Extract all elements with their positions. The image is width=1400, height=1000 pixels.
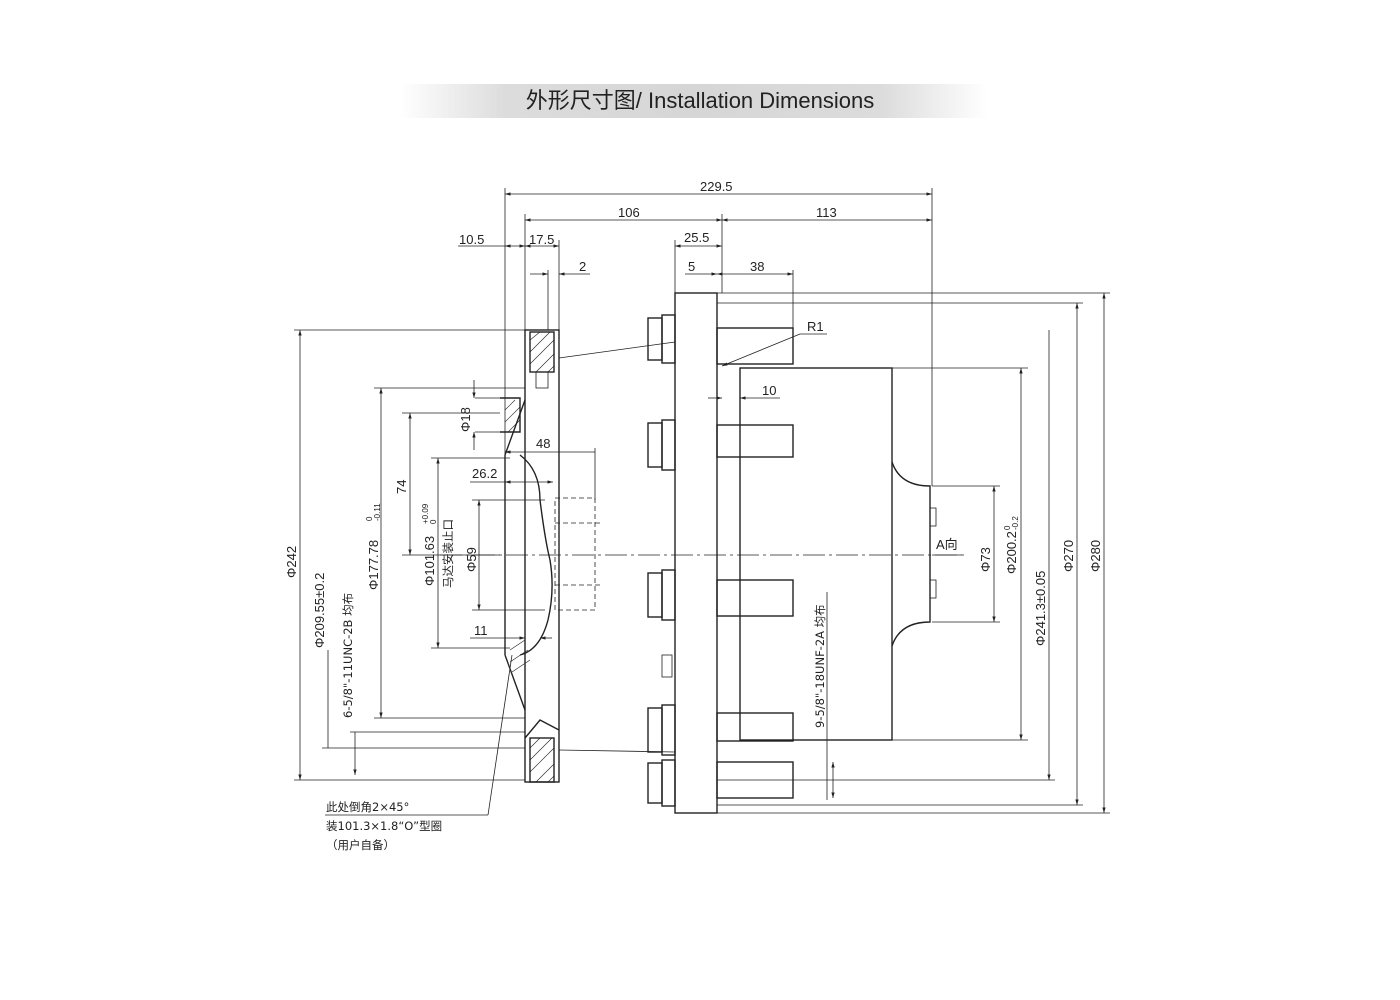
dim-r1: R1 <box>807 319 824 334</box>
svg-text:0: 0 <box>429 519 438 524</box>
dim-phi-200-2: Φ200.2 <box>1004 531 1019 574</box>
dim-10-5: 10.5 <box>459 232 484 247</box>
dim-phi-73: Φ73 <box>978 547 993 572</box>
dim-phi-242: Φ242 <box>284 546 299 578</box>
dim-phi-270: Φ270 <box>1061 540 1076 572</box>
dim-106: 106 <box>618 205 640 220</box>
thread-6-5-8: 6-5/8"-11UNC-2B 均布 <box>341 593 355 718</box>
svg-text:0: 0 <box>365 516 374 521</box>
dim-phi-209-55: Φ209.55±0.2 <box>312 573 327 648</box>
studs <box>716 327 794 799</box>
dim-5: 5 <box>688 259 695 274</box>
dim-26-2: 26.2 <box>472 466 497 481</box>
view-a-label: A向 <box>936 537 958 552</box>
page-title: 外形尺寸图/ Installation Dimensions <box>525 88 875 113</box>
dim-phi-280: Φ280 <box>1088 540 1103 572</box>
right-dimensions: 9-5/8"-18UNF-2A 均布 A向 Φ73 Φ200.2 0 -0.2 … <box>717 292 1110 814</box>
motor-body <box>739 367 937 741</box>
title-banner <box>400 84 988 118</box>
dim-113: 113 <box>816 205 837 220</box>
top-dimensions: 229.5 106 113 10.5 17.5 2 25.5 5 38 R1 1… <box>458 179 933 486</box>
dim-11: 11 <box>474 623 488 638</box>
left-dimensions: Φ242 Φ209.55±0.2 6-5/8"-11UNC-2B 均布 Φ177… <box>284 329 596 781</box>
dim-38: 38 <box>750 259 764 274</box>
note-chamfer: 此处倒角2×45° <box>326 800 409 814</box>
dim-25-5: 25.5 <box>684 230 709 245</box>
thread-9-5-8: 9-5/8"-18UNF-2A 均布 <box>813 604 827 728</box>
mounting-flange <box>500 329 560 783</box>
dim-74: 74 <box>394 480 409 494</box>
dim-phi-59: Φ59 <box>464 547 479 572</box>
dim-2: 2 <box>579 259 586 274</box>
dim-overall-length: 229.5 <box>700 179 733 194</box>
dim-phi-177-78: Φ177.78 <box>366 540 381 590</box>
notes: 此处倒角2×45° 装101.3×1.8“O”型圈 （用户自备） <box>325 654 513 852</box>
note-o-ring: 装101.3×1.8“O”型圈 <box>326 819 442 833</box>
svg-text:+0.09: +0.09 <box>421 503 430 524</box>
motor-spigot-label: 马达安装止口 <box>441 519 455 588</box>
dim-48: 48 <box>536 436 550 451</box>
svg-text:-0.2: -0.2 <box>1011 516 1020 530</box>
dim-phi-101-63: Φ101.63 <box>422 536 437 586</box>
internal-bolt-hidden <box>554 497 596 611</box>
housing-edge-top <box>558 341 676 359</box>
dim-10: 10 <box>762 383 776 398</box>
dim-phi-241-3: Φ241.3±0.05 <box>1033 571 1048 646</box>
svg-text:-0.11: -0.11 <box>373 503 382 521</box>
center-plate <box>647 292 718 814</box>
dim-phi-18: Φ18 <box>458 407 473 432</box>
note-user-supplied: （用户自备） <box>326 838 395 852</box>
svg-text:0: 0 <box>1003 525 1012 530</box>
dim-17-5: 17.5 <box>529 232 554 247</box>
